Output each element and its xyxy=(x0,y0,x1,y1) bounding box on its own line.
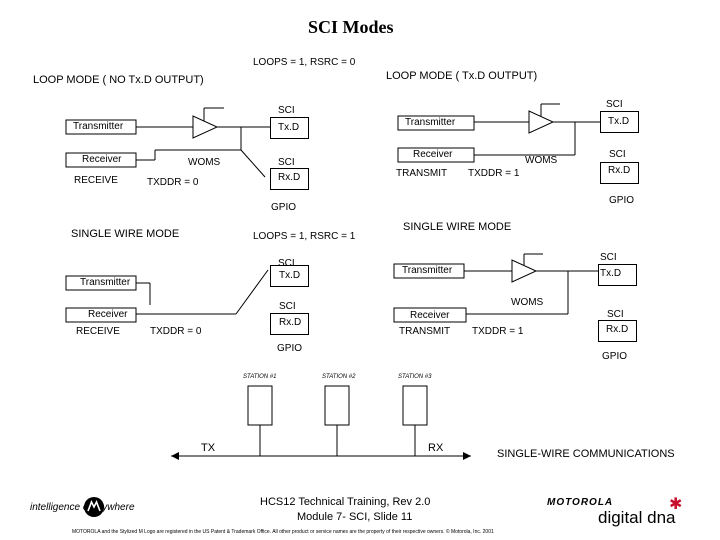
rt-receiver-label: Receiver xyxy=(413,149,453,160)
rb-rxd-label: Rx.D xyxy=(606,324,629,335)
lt-receiver-label: Receiver xyxy=(82,154,122,165)
rt-transmitter-label: Transmitter xyxy=(405,117,456,128)
lt-txddr-label: TXDDR = 0 xyxy=(147,177,199,188)
rb-sci1-label: SCI xyxy=(600,252,617,263)
lb-sci1-label: SCI xyxy=(278,258,295,269)
lt-mode-label: LOOP MODE ( NO Tx.D OUTPUT) xyxy=(33,74,204,86)
lt-sci1-label: SCI xyxy=(278,105,295,116)
rt-rxd-label: Rx.D xyxy=(608,165,631,176)
station-1-label: STATION #1 xyxy=(243,374,277,380)
rb-transmit-label: TRANSMIT xyxy=(399,326,451,337)
rb-receiver-box xyxy=(393,307,467,323)
rb-receiver-label: Receiver xyxy=(410,310,450,321)
lb-rxd-label: Rx.D xyxy=(279,317,302,328)
lt-receive-label: RECEIVE xyxy=(74,175,118,186)
loops-rsrc-0-label: LOOPS = 1, RSRC = 0 xyxy=(253,57,356,68)
station-3-label: STATION #3 xyxy=(398,374,432,380)
loops-rsrc-1-label: LOOPS = 1, RSRC = 1 xyxy=(253,231,356,242)
footer-digital-dna-wordmark: digital dna xyxy=(598,508,676,527)
lb-txd-label: Tx.D xyxy=(279,270,301,281)
bus-tx-label: TX xyxy=(201,442,216,454)
lt-buffer-icon xyxy=(192,115,219,139)
rt-txddr-label: TXDDR = 1 xyxy=(468,168,520,179)
lt-sci2-label: SCI xyxy=(278,157,295,168)
rt-mode-label: LOOP MODE ( Tx.D OUTPUT) xyxy=(386,70,538,82)
lt-txd-label: Tx.D xyxy=(278,122,300,133)
bus-caption: SINGLE-WIRE COMMUNICATIONS xyxy=(497,448,675,460)
station-1-box xyxy=(247,385,273,426)
lt-txd-pin-box xyxy=(270,117,309,139)
rb-txddr-label: TXDDR = 1 xyxy=(472,326,524,337)
footer-line-1: HCS12 Technical Training, Rev 2.0 xyxy=(260,496,431,508)
lb-rxd-pin-box xyxy=(270,313,309,335)
rt-woms-label: WOMS xyxy=(525,155,558,166)
rb-mode-label: SINGLE WIRE MODE xyxy=(403,221,512,233)
lt-rxd-label: Rx.D xyxy=(278,172,301,183)
rt-buffer-icon xyxy=(528,110,555,134)
motorola-batwing-icon xyxy=(84,497,104,517)
lb-transmitter-label: Transmitter xyxy=(80,277,131,288)
rb-transmitter-label: Transmitter xyxy=(402,265,453,276)
lb-receiver-box xyxy=(65,307,137,323)
rb-txd-pin-box xyxy=(598,264,637,286)
lb-gpio-label: GPIO xyxy=(277,343,303,354)
lb-sci2-label: SCI xyxy=(279,301,296,312)
rb-txd-label: Tx.D xyxy=(600,268,622,279)
station-2-box xyxy=(324,385,350,426)
lb-mode-label: SINGLE WIRE MODE xyxy=(71,228,180,240)
rt-sci2-label: SCI xyxy=(609,149,626,160)
rb-sci2-label: SCI xyxy=(607,309,624,320)
footer-logo-left-text: intelligence everywhere xyxy=(30,502,135,513)
dna-star-icon: ✱ xyxy=(669,496,683,513)
footer-line-2: Module 7- SCI, Slide 11 xyxy=(297,511,413,523)
lt-woms-label: WOMS xyxy=(188,157,221,168)
lt-rxd-pin-box xyxy=(270,168,309,190)
station-2-label: STATION #2 xyxy=(322,374,356,380)
lb-receiver-label: Receiver xyxy=(88,309,128,320)
station-3-box xyxy=(402,385,428,426)
rt-transmit-label: TRANSMIT xyxy=(396,168,448,179)
rt-transmitter-box xyxy=(397,115,475,131)
lb-txddr-label: TXDDR = 0 xyxy=(150,326,202,337)
lb-txd-pin-box xyxy=(270,265,309,287)
page-title: SCI Modes xyxy=(308,17,394,37)
lt-gpio-label: GPIO xyxy=(271,202,297,213)
lt-transmitter-label: Transmitter xyxy=(73,121,124,132)
rt-txd-pin-box xyxy=(600,111,639,133)
rt-rxd-pin-box xyxy=(600,162,639,184)
footer-motorola-wordmark: MOTOROLA xyxy=(547,497,614,508)
lb-receive-label: RECEIVE xyxy=(76,326,120,337)
bus-arrow-left-icon xyxy=(171,452,179,460)
bus-rx-label: RX xyxy=(428,442,444,454)
footer-legal-text: MOTOROLA and the Stylized M Logo are reg… xyxy=(72,529,494,535)
rt-sci1-label: SCI xyxy=(606,99,623,110)
rb-buffer-icon xyxy=(511,259,538,283)
rt-gpio-label: GPIO xyxy=(609,195,635,206)
rb-woms-label: WOMS xyxy=(511,297,544,308)
rb-gpio-label: GPIO xyxy=(602,351,628,362)
bus-arrow-right-icon xyxy=(463,452,471,460)
rt-txd-label: Tx.D xyxy=(608,116,630,127)
rb-rxd-pin-box xyxy=(598,320,637,342)
